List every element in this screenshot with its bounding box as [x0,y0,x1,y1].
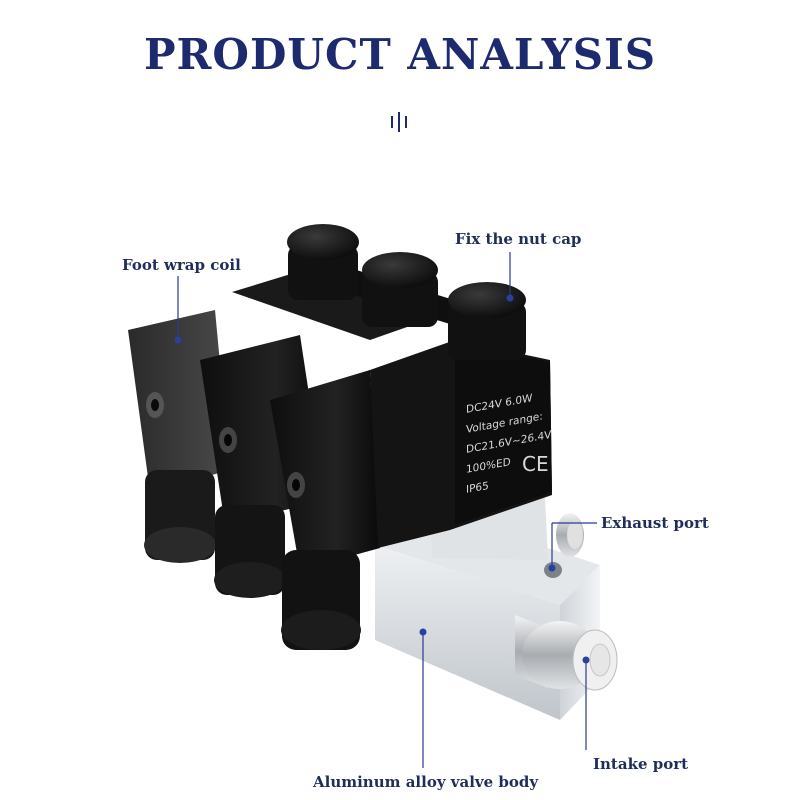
nut-cap-1 [287,224,359,300]
exhaust-fitting [556,513,584,557]
label-fix-nut-cap: Fix the nut cap [455,230,582,248]
coil-front [270,370,380,650]
coil-print: DC24V 6.0W Voltage range: DC21.6V~26.4V … [466,384,556,500]
coil-body-front [370,340,552,548]
nut-cap-3 [448,282,526,360]
ce-mark: CE [522,452,549,476]
nut-cap-2 [362,252,438,327]
label-valve-body: Aluminum alloy valve body [313,773,539,791]
coil-left [128,310,230,563]
label-exhaust-port: Exhaust port [601,514,709,532]
label-foot-wrap-coil: Foot wrap coil [122,256,241,274]
callout-dots [174,294,590,664]
callout-lines [177,252,597,768]
intake-fitting [515,615,618,691]
divider-icon [391,112,407,132]
label-intake-port: Intake port [593,755,689,773]
page-title: PRODUCT ANALYSIS [143,30,657,79]
